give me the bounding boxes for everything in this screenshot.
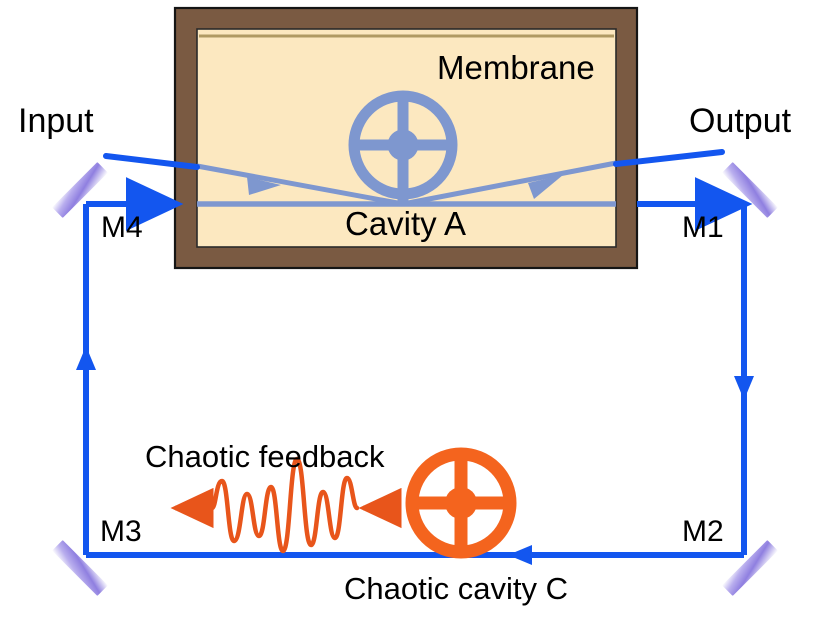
label-mirror-m3: M3 <box>100 515 142 548</box>
chaotic-cavity-wheel-icon <box>405 447 517 559</box>
feedback-wave-path <box>209 456 360 554</box>
arrow-up-left-branch <box>76 346 96 370</box>
feedback-loop-beam-path <box>83 177 753 558</box>
label-cavity-a: Cavity A <box>345 205 467 242</box>
input-beam <box>103 153 200 170</box>
output-beam <box>613 149 725 167</box>
chaotic-feedback-waveform <box>170 456 402 554</box>
mirror-m1[interactable] <box>722 162 778 218</box>
label-mirror-m2: M2 <box>682 515 724 548</box>
label-membrane: Membrane <box>437 49 595 86</box>
mirror-m3[interactable] <box>52 540 108 596</box>
mirror-m2[interactable] <box>722 540 778 596</box>
beam-arrow-in-cavity-right <box>528 175 563 199</box>
membrane-wheel-icon <box>348 90 458 205</box>
label-chaotic-feedback: Chaotic feedback <box>145 439 385 474</box>
label-input: Input <box>18 102 94 140</box>
cavity-a-enclosure <box>173 6 639 270</box>
label-chaotic-cavity-c: Chaotic cavity C <box>344 571 568 606</box>
arrow-left-bottom-branch <box>508 545 532 565</box>
mirror-m4[interactable] <box>52 162 108 218</box>
arrow-down-right-branch <box>734 376 754 400</box>
beam-arrow-in-cavity-left <box>247 177 281 195</box>
loop-direction-arrows <box>76 346 754 565</box>
label-mirror-m1: M1 <box>682 211 724 244</box>
label-mirror-m4: M4 <box>101 211 143 244</box>
label-output: Output <box>689 102 792 140</box>
